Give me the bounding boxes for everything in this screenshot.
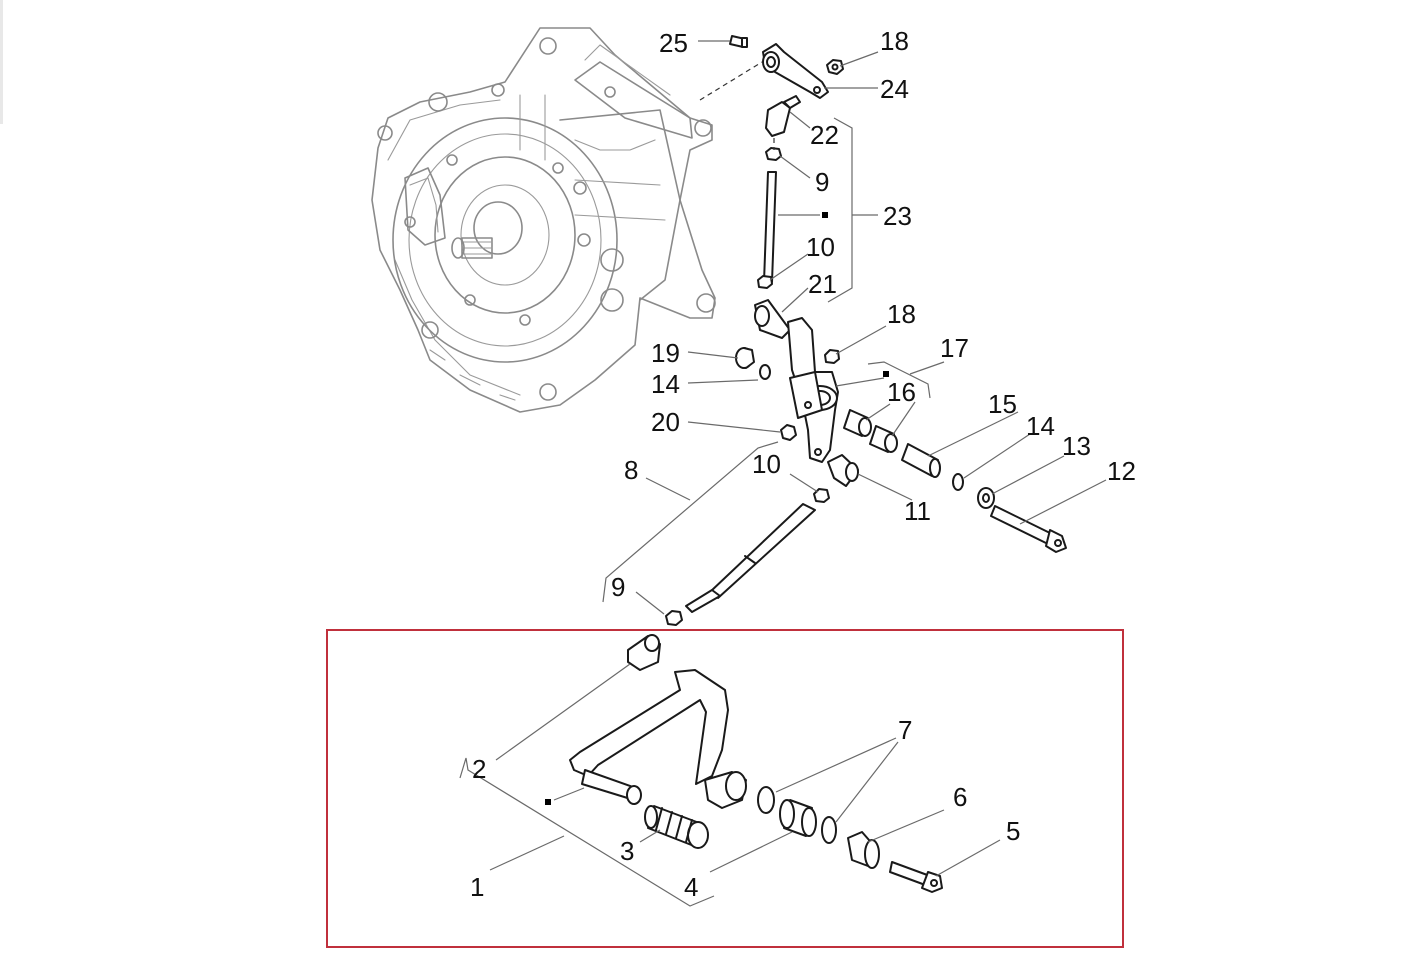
- part-11-ball-joint: [827, 454, 859, 487]
- part-23-rod: [763, 171, 777, 283]
- label-14-right: 14: [1026, 411, 1055, 441]
- part-6-spacer: [847, 831, 880, 869]
- label-8: 8: [624, 455, 638, 485]
- label-17: 17: [940, 333, 969, 363]
- label-12: 12: [1107, 456, 1136, 486]
- part-18-nut-top: [826, 59, 844, 75]
- part-22-ball-joint: [765, 95, 801, 137]
- marker-square-1: [545, 799, 551, 805]
- label-16: 16: [887, 377, 916, 407]
- part-15-sleeve: [901, 443, 941, 478]
- part-10-nut-top: [757, 275, 773, 289]
- part-16-bushings: [843, 409, 898, 453]
- label-18-top: 18: [880, 26, 909, 56]
- part-7-ring-left: [757, 786, 775, 814]
- part-24-lever: [762, 43, 829, 99]
- marker-square-17: [883, 371, 889, 377]
- label-23: 23: [883, 201, 912, 231]
- part-21-ball-joint: [754, 299, 791, 339]
- lower-leader-lines: [459, 663, 1001, 907]
- label-18-mid: 18: [887, 299, 916, 329]
- part-13-washer: [977, 487, 995, 509]
- label-7: 7: [898, 715, 912, 745]
- label-4: 4: [684, 872, 698, 902]
- part-8-rod: [685, 503, 816, 613]
- part-3-rubber: [644, 805, 709, 849]
- part-2-ball-joint: [627, 634, 661, 671]
- label-10-low: 10: [752, 449, 781, 479]
- label-1: 1: [470, 872, 484, 902]
- label-21: 21: [808, 269, 837, 299]
- label-9-top: 9: [815, 167, 829, 197]
- part-12-bolt: [990, 505, 1067, 553]
- label-3: 3: [620, 836, 634, 866]
- part-20-nut: [780, 424, 797, 441]
- part-14-washer-right: [952, 473, 964, 491]
- part-17-lever: [787, 317, 839, 463]
- part-1-gear-lever: [569, 669, 747, 809]
- label-15: 15: [988, 389, 1017, 419]
- label-24: 24: [880, 74, 909, 104]
- label-2: 2: [472, 754, 486, 784]
- part-14-washer-left: [759, 364, 771, 380]
- part-7-ring-right: [821, 816, 837, 844]
- label-14-left: 14: [651, 369, 680, 399]
- label-22: 22: [810, 120, 839, 150]
- part-4-bushing: [779, 799, 817, 837]
- marker-square-23: [822, 212, 828, 218]
- leader-lines: [602, 40, 1107, 615]
- part-labels: 25 18 24 22 9 23 10 21 18 17 19 14 16 20…: [470, 26, 1136, 902]
- left-edge-strip: [0, 0, 3, 124]
- part-25-bolt: [729, 35, 748, 48]
- alignment-dashed-lines: [699, 61, 775, 150]
- label-10-top: 10: [806, 232, 835, 262]
- part-18-nut-mid: [824, 349, 840, 364]
- highlight-frame: [326, 629, 1124, 948]
- label-25: 25: [659, 28, 688, 58]
- label-5: 5: [1006, 816, 1020, 846]
- gearbox-housing: [371, 27, 716, 413]
- label-9-low: 9: [611, 572, 625, 602]
- part-19-spacer: [735, 347, 755, 369]
- part-5-bolt: [889, 861, 943, 893]
- label-13: 13: [1062, 431, 1091, 461]
- label-20: 20: [651, 407, 680, 437]
- label-6: 6: [953, 782, 967, 812]
- part-9-nut-low: [665, 610, 683, 626]
- label-11: 11: [904, 496, 931, 526]
- label-19: 19: [651, 338, 680, 368]
